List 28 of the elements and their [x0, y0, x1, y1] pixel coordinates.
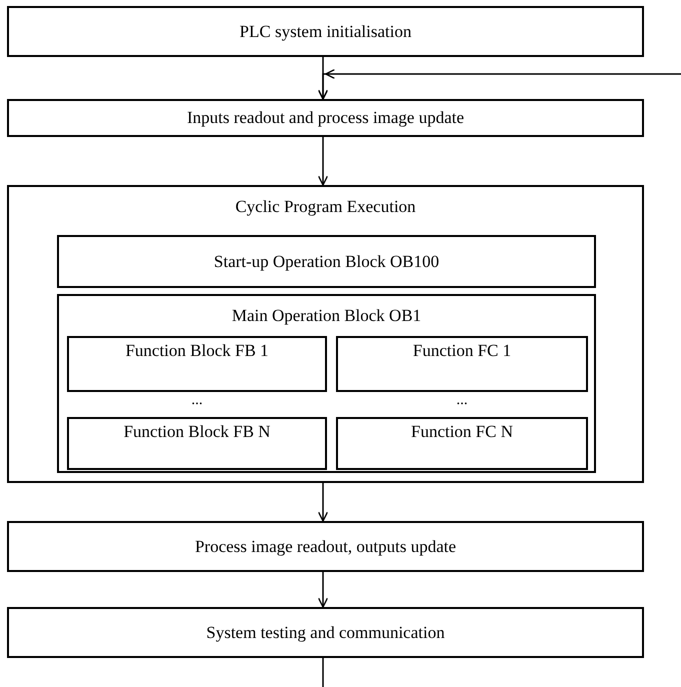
box-heading: Main Operation Block OB1: [232, 306, 422, 326]
process-box: [336, 417, 588, 470]
arrow: [318, 137, 328, 186]
ellipsis-label: ...: [190, 392, 204, 408]
arrow: [318, 572, 328, 608]
process-box: [7, 521, 644, 572]
box-text: PLC system initialisation: [240, 22, 412, 42]
arrow: [318, 70, 681, 99]
process-box: [336, 336, 588, 392]
process-box: [7, 99, 644, 137]
process-box: [57, 294, 596, 473]
box-text: Function FC 1: [412, 341, 512, 361]
box-text: Function Block FB 1: [125, 341, 269, 361]
process-box: [57, 235, 596, 288]
process-box: [67, 417, 327, 470]
process-box: [67, 336, 327, 392]
process-box: [7, 185, 644, 483]
ellipsis-label: ...: [455, 392, 469, 408]
box-heading: Cyclic Program Execution: [235, 197, 416, 217]
box-text: System testing and communication: [206, 622, 445, 642]
box-text: Function Block FB N: [124, 422, 270, 442]
box-text: Process image readout, outputs update: [194, 536, 456, 556]
box-text: Function FC N: [410, 422, 514, 442]
box-text: Start-up Operation Block OB100: [214, 252, 440, 272]
box-text: Inputs readout and process image update: [186, 108, 464, 128]
process-box: [7, 607, 644, 658]
process-box: [7, 6, 644, 57]
arrow: [318, 483, 328, 522]
